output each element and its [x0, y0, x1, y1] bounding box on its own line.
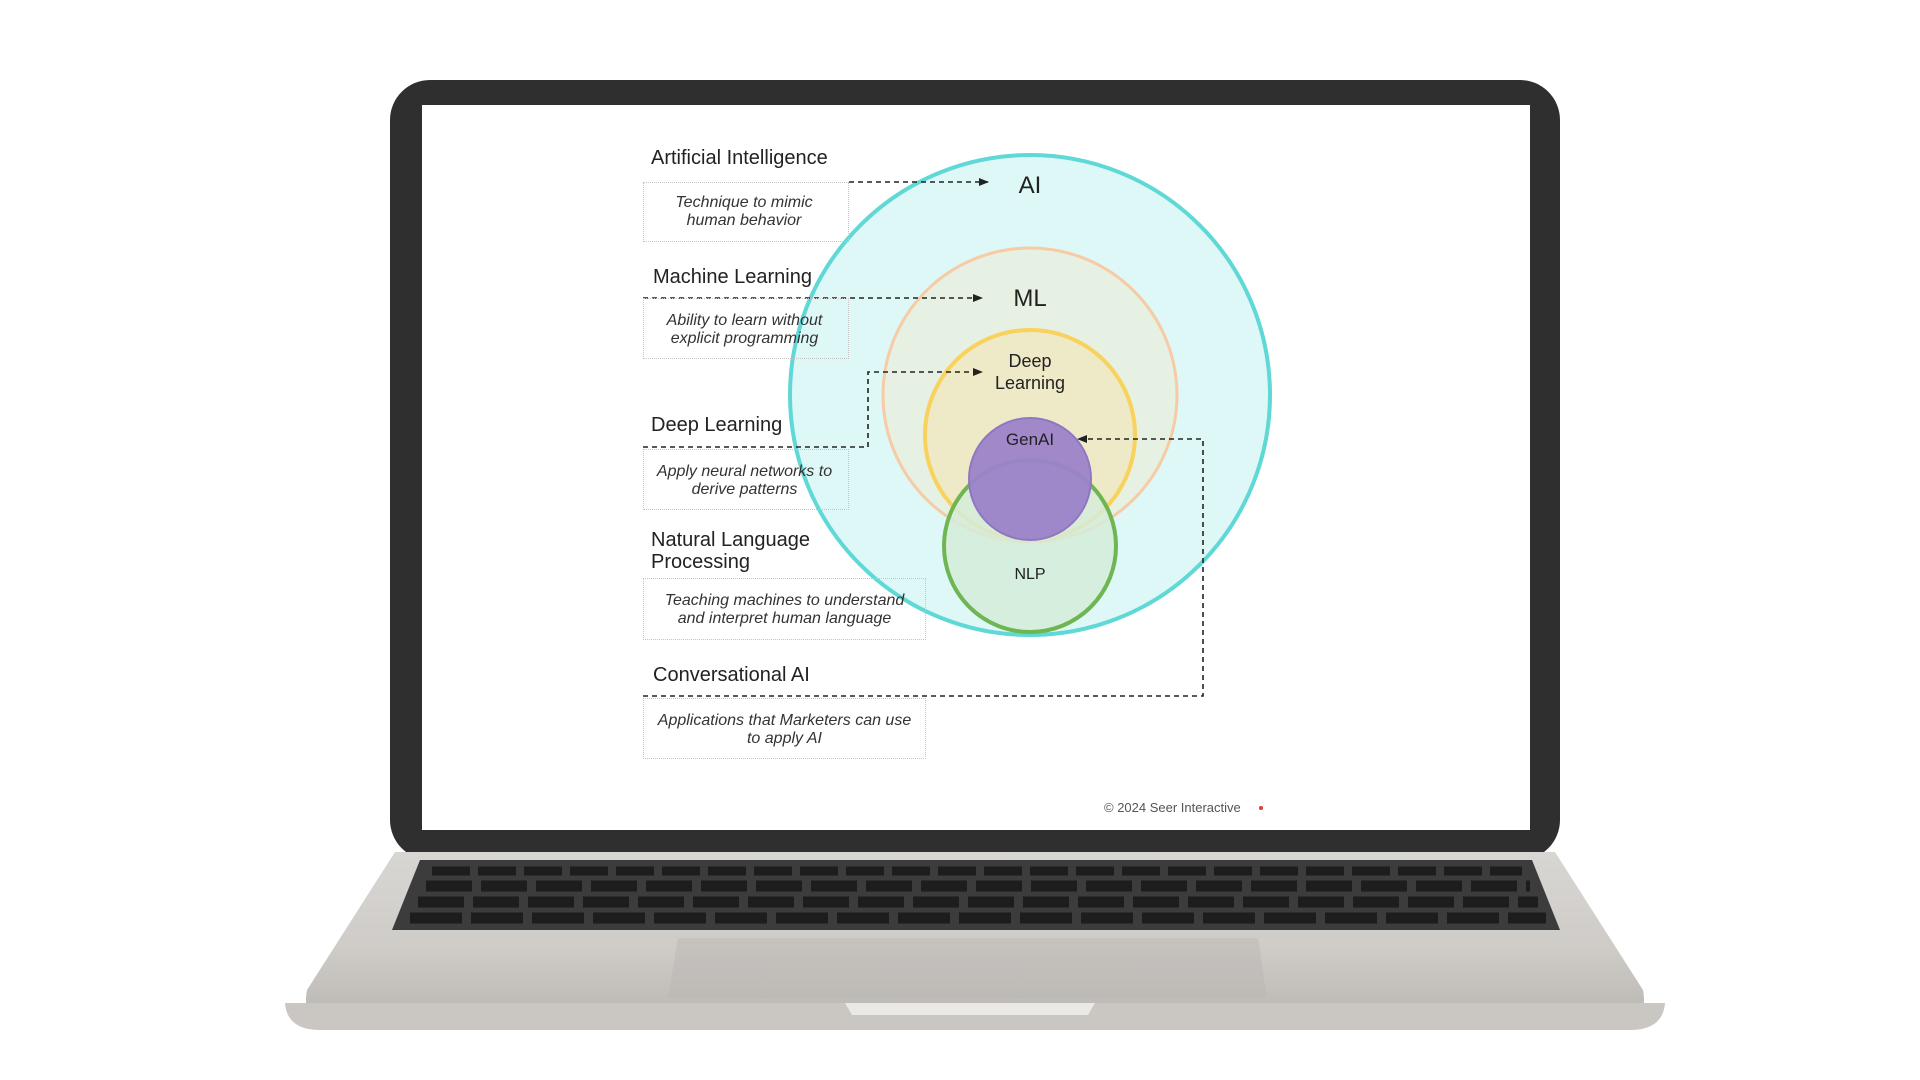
copyright-text: © 2024 Seer Interactive	[1104, 800, 1241, 815]
nlp-description: Teaching machines to understand and inte…	[664, 592, 905, 627]
genai-circle	[968, 417, 1092, 541]
conversational-ai-connector	[643, 435, 1204, 697]
ai-description-box	[643, 182, 849, 242]
nlp-circle-label: NLP	[1014, 566, 1046, 583]
deep-learning-circle-label: Deep Learning	[994, 351, 1066, 393]
deep-learning-description: Apply neural networks to derive patterns	[656, 463, 833, 498]
ai-title: Artificial Intelligence	[651, 147, 828, 169]
conversational-ai-description: Applications that Marketers can use to a…	[657, 712, 912, 747]
conversational-ai-description-box	[643, 698, 926, 759]
laptop-front-notch	[845, 1003, 1095, 1015]
deep-learning-description-box	[643, 449, 849, 510]
deep-learning-title: Deep Learning	[651, 414, 783, 436]
conversational-ai-title: Conversational AI	[653, 664, 810, 686]
genai-circle-label: GenAI	[1005, 430, 1055, 449]
ml-title: Machine Learning	[653, 266, 812, 288]
nlp-title: Natural Language Processing	[651, 529, 811, 573]
nlp-description-box	[643, 578, 926, 640]
laptop-base-edge	[285, 1003, 1665, 1030]
ml-description-box	[643, 298, 849, 359]
trackpad	[668, 938, 1267, 998]
ml-description: Ability to learn without explicit progra…	[666, 312, 823, 347]
keyboard-keys	[410, 866, 1546, 924]
ai-description: Technique to mimic human behavior	[675, 194, 813, 229]
ai-circle-label: AI	[1018, 172, 1042, 199]
copyright-dot	[1259, 806, 1263, 810]
deep-learning-connector	[643, 368, 983, 448]
ml-circle-label: ML	[1013, 285, 1047, 312]
